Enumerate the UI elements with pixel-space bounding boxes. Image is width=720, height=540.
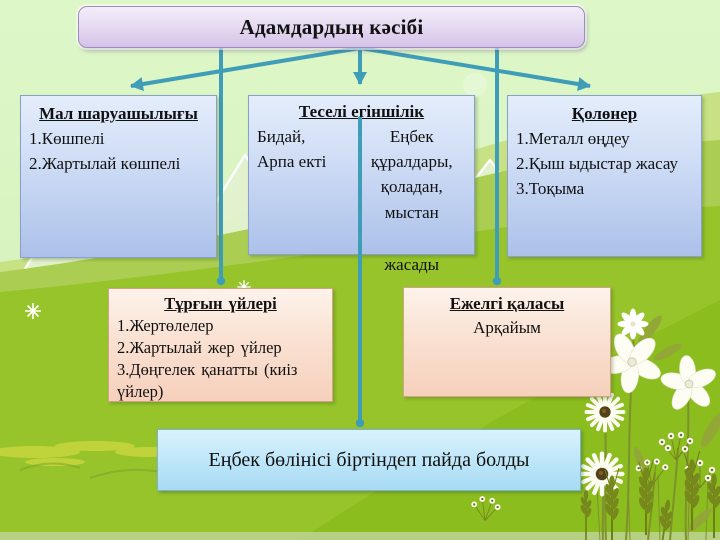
box-city-line: Арқайым xyxy=(473,317,541,337)
list-item: 3.Тоқыма xyxy=(516,179,585,199)
list-item: құралдары, xyxy=(370,152,453,172)
box-craft-title: Қолөнер xyxy=(571,104,638,123)
list-item: 2.Жартылай көшпелі xyxy=(29,154,181,174)
list-item: 3.Дөңгелек қанатты (киіз үйлер) xyxy=(117,360,298,402)
box-craft: Қолөнер 1.Металл өңдеу 2.Қыш ыдыстар жас… xyxy=(507,95,702,257)
list-item: Еңбек xyxy=(389,127,434,147)
list-item: қоладан, xyxy=(380,177,443,197)
slide-title-box: Адамдардың кәсібі xyxy=(78,6,585,48)
list-item: 1.Металл өңдеу xyxy=(516,129,630,149)
list-item: 2.Жартылай жер үйлер xyxy=(117,338,282,358)
box-housing: Тұрғын үйлері 1.Жертөлелер 2.Жартылай же… xyxy=(108,288,333,402)
box-farming: Теселі егіншілік Бидай, Арпа екті Еңбек … xyxy=(248,95,475,274)
sparkle-icon xyxy=(25,280,251,319)
umbel-flowers-icon xyxy=(471,431,716,521)
list-item: 1.Жертөлелер xyxy=(117,316,214,336)
box-city-title: Ежелгі қаласы xyxy=(449,294,565,313)
daisy-icon xyxy=(584,391,626,433)
list-item: Бидай, xyxy=(257,127,306,147)
box-conclusion: Еңбек бөлінісі біртіндеп пайда болды xyxy=(157,429,581,491)
connector-title-to-craft xyxy=(359,46,591,91)
conclusion-text: Еңбек бөлінісі біртіндеп пайда болды xyxy=(208,448,530,471)
list-item: мыстан xyxy=(384,202,439,222)
flower-icon xyxy=(660,355,716,410)
list-item: жасады xyxy=(384,254,440,274)
list-item: Арпа екті xyxy=(257,152,327,172)
list-item: 1.Көшпелі xyxy=(29,129,105,149)
connector-title-to-livestock xyxy=(130,46,361,91)
box-livestock-title: Мал шаруашылығы xyxy=(39,104,198,123)
slide-title: Адамдардың кәсібі xyxy=(239,14,424,39)
box-housing-title: Тұрғын үйлері xyxy=(164,294,277,313)
leaf-decoration xyxy=(633,315,720,532)
star-flower-icon xyxy=(617,308,649,340)
highlight-spot xyxy=(463,73,487,97)
wheat-icon xyxy=(580,450,720,540)
list-item: 2.Қыш ыдыстар жасау xyxy=(516,154,679,174)
box-livestock: Мал шаруашылығы 1.Көшпелі 2.Жартылай көш… xyxy=(20,95,217,258)
box-farming-title: Теселі егіншілік xyxy=(298,102,425,121)
box-city: Ежелгі қаласы Арқайым xyxy=(403,287,611,397)
